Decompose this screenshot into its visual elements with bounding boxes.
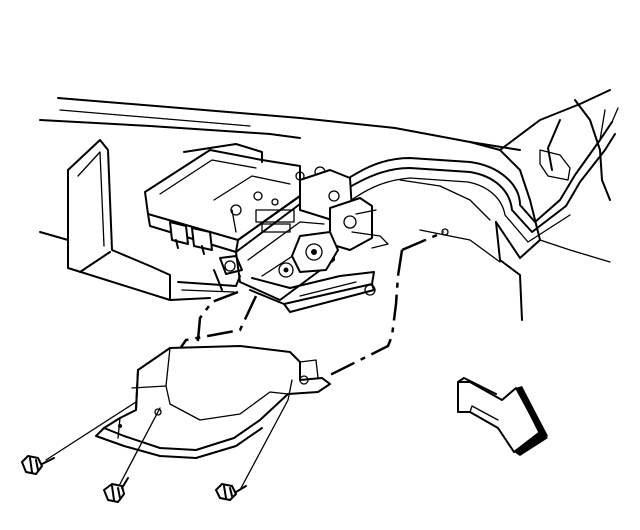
mounting-bracket (177, 271, 376, 313)
bolt-right (215, 483, 247, 501)
bolt-icon (21, 455, 247, 503)
abs-modulator-assembly (144, 143, 389, 301)
direction-arrow-icon (457, 377, 548, 456)
shield-cover (95, 345, 331, 459)
bolt-axis-lines (45, 379, 293, 491)
bolt-center (103, 477, 129, 503)
bolt-left (21, 455, 55, 475)
brake-lines (327, 107, 619, 243)
frame-rail (39, 89, 611, 321)
